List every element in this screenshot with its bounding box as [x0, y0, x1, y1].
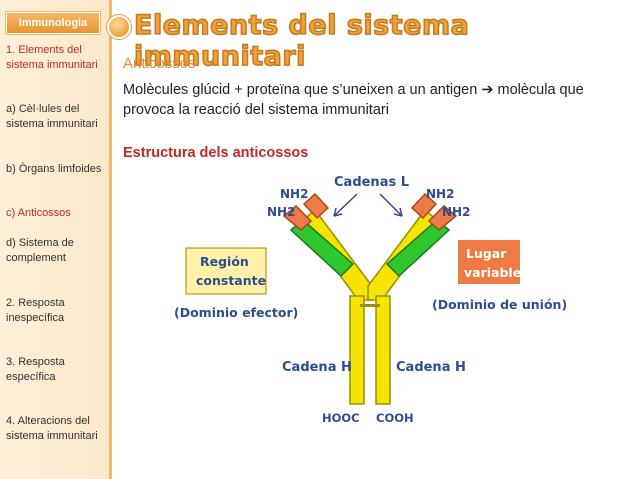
hinge-bond: [360, 304, 380, 307]
nav-item-cells[interactable]: a) Cèl·lules del sistema immunitari: [6, 103, 98, 130]
description-text: Molècules glúcid + proteïna que s’uneixe…: [123, 82, 584, 118]
label-variable: variable: [464, 265, 521, 280]
label-heavy-left: Cadena H: [282, 360, 352, 375]
label-heavy-right: Cadena H: [396, 360, 466, 375]
page-title: Elements del sistema immunitari: [133, 9, 470, 73]
label-nh2-left-outer: NH2: [280, 187, 308, 201]
region-constant-box: [185, 247, 267, 295]
variable-right-inner: [410, 192, 438, 220]
label-cooh: COOH: [376, 411, 414, 425]
nav-item-antibodies[interactable]: c) Anticossos: [6, 207, 71, 219]
label-region: Región: [200, 254, 249, 269]
label-hooc: HOOC: [322, 411, 360, 425]
variable-left-inner: [302, 192, 330, 220]
variable-right-outer: [427, 204, 458, 231]
label-nh2-right-inner: NH2: [442, 205, 470, 219]
arrow-light-right: [379, 193, 403, 217]
nav-item-organs[interactable]: b) Òrgans limfoides: [6, 163, 102, 175]
label-constant: constante: [196, 273, 266, 288]
section-subhead: Anticossos: [123, 55, 196, 72]
title-bullet-icon: [107, 15, 131, 39]
nav-item-complement[interactable]: d) Sistema de complement: [6, 237, 74, 264]
structure-heading: Estructura dels anticossos: [123, 145, 309, 161]
antibody-svg: NH2 NH2 NH2 NH2 Cadenas L Región constan…: [174, 175, 567, 425]
section-tag: Immunologia: [6, 12, 100, 34]
heavy-chain-left-stem: [349, 295, 365, 405]
place-variable-box: [458, 240, 520, 284]
label-binding: (Dominio de unión): [432, 297, 567, 312]
variable-left-outer: [282, 204, 313, 231]
label-light-chains: Cadenas L: [334, 175, 409, 190]
nav-item-specific[interactable]: 3. Resposta específica: [6, 356, 65, 383]
nav-item-elements[interactable]: 1. Elements del sistema immunitari: [6, 44, 98, 71]
nav-item-nonspecific[interactable]: 2. Resposta inespecífica: [6, 297, 65, 324]
heavy-chain-right-stem: [375, 295, 391, 405]
antibody-diagram: NH2 NH2 NH2 NH2 Cadenas L Región constan…: [162, 164, 570, 438]
label-place: Lugar: [466, 246, 507, 261]
label-nh2-right-outer: NH2: [426, 187, 454, 201]
label-nh2-left-inner: NH2: [267, 205, 295, 219]
sidebar: Immunologia 1. Elements del sistema immu…: [0, 0, 112, 479]
nav-item-disorders[interactable]: 4. Alteracions del sistema immunitari: [6, 415, 98, 442]
label-effector: (Dominio efector): [174, 305, 298, 320]
arrow-light-left: [333, 193, 358, 217]
